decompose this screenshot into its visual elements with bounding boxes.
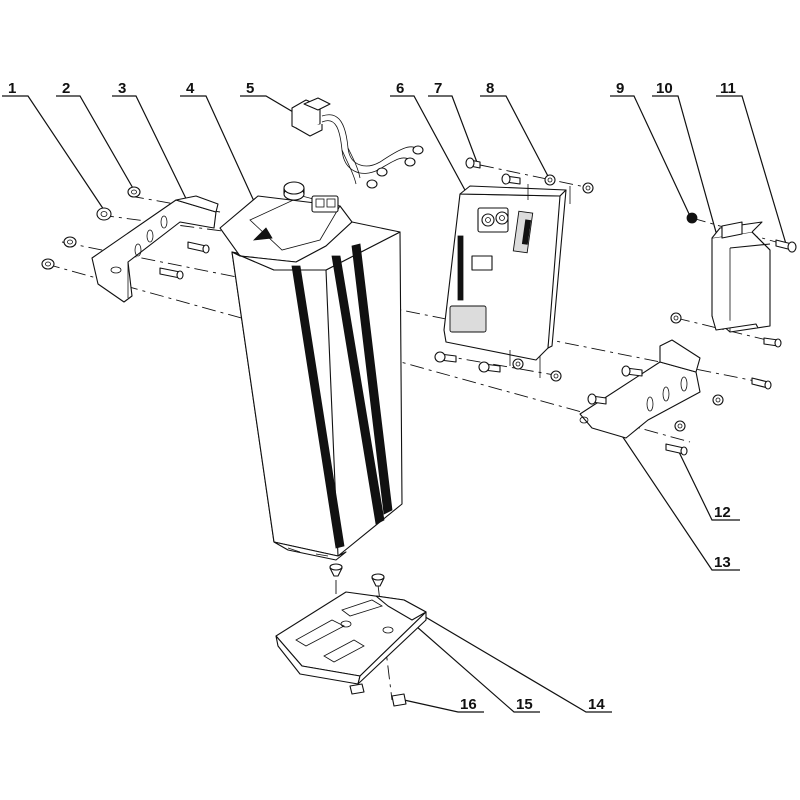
left-bracket (91, 195, 219, 303)
cable-harness (291, 97, 424, 189)
right-bracket (579, 339, 772, 456)
battery-pack (219, 181, 403, 561)
callout-2: 2 (62, 80, 70, 97)
callout-11: 11 (720, 80, 736, 97)
callout-14: 14 (588, 696, 605, 713)
callout-13: 13 (714, 554, 731, 571)
fuse-holder (670, 212, 797, 348)
bottom-plate (275, 563, 427, 707)
callout-3: 3 (118, 80, 126, 97)
callout-15: 15 (516, 696, 533, 713)
callout-4: 4 (186, 80, 195, 97)
callout-8: 8 (486, 80, 494, 97)
left-washers (41, 186, 141, 270)
callout-10: 10 (656, 80, 673, 97)
callout-6: 6 (396, 80, 404, 97)
callout-labels: 1 2 3 4 5 6 7 8 9 10 11 12 13 14 15 16 (8, 80, 736, 713)
callout-5: 5 (246, 80, 254, 97)
callout-12: 12 (714, 504, 731, 521)
callout-9: 9 (616, 80, 624, 97)
callout-leaders (2, 95, 787, 713)
callout-1: 1 (8, 80, 16, 97)
callout-16: 16 (460, 696, 477, 713)
callout-7: 7 (434, 80, 442, 97)
controller-board (434, 157, 594, 382)
